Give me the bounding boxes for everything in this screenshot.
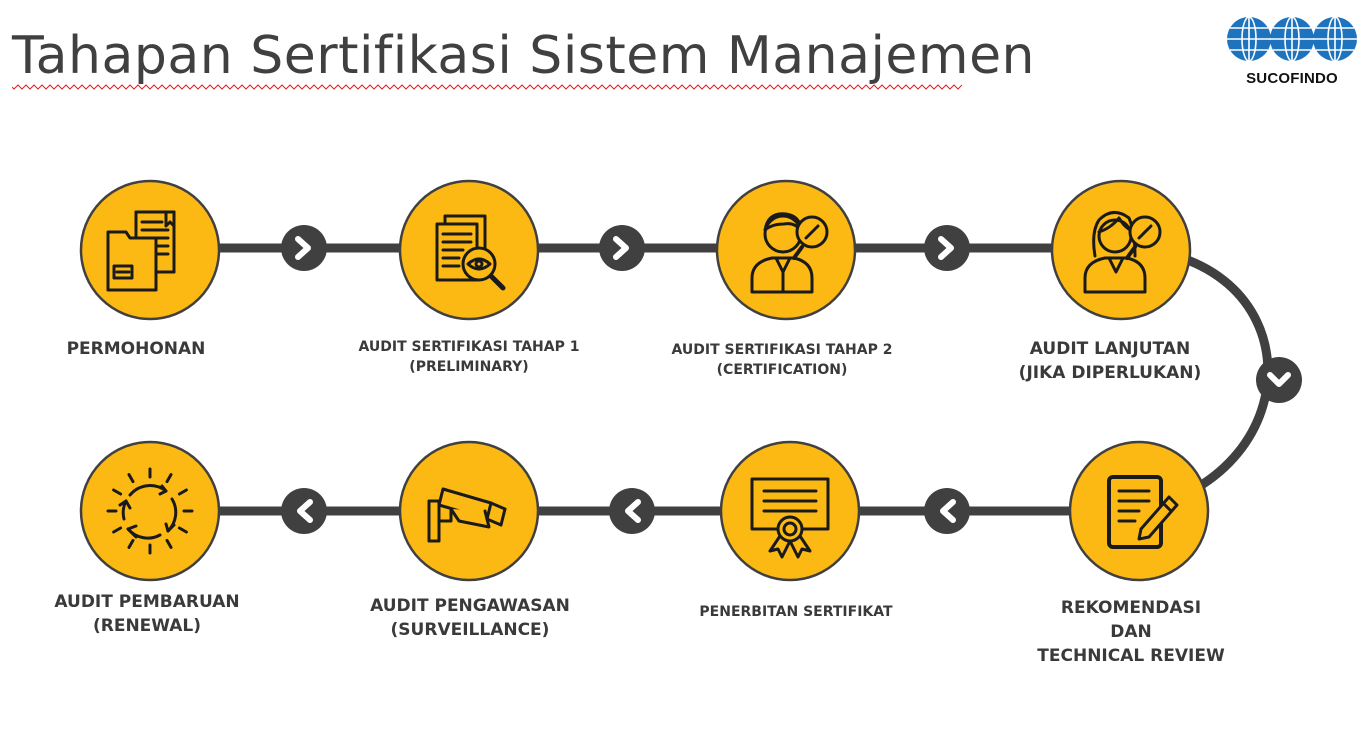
connector-3-chevron-right-icon bbox=[924, 225, 970, 271]
step-4-label-line: (JIKA DIPERLUKAN) bbox=[1018, 362, 1202, 383]
step-5-label: REKOMENDASI DAN TECHNICAL REVIEW bbox=[981, 597, 1281, 668]
spellcheck-underline bbox=[12, 84, 963, 90]
cctv-camera-icon bbox=[427, 487, 507, 543]
step-4-node bbox=[1050, 179, 1192, 321]
connector-7-chevron-left-icon bbox=[281, 488, 327, 534]
connector-1-chevron-right-icon bbox=[281, 225, 327, 271]
step-5-label-line: TECHNICAL REVIEW bbox=[1037, 645, 1225, 666]
certificate-ribbon-icon bbox=[750, 477, 830, 559]
step-4-label: AUDIT LANJUTAN (JIKA DIPERLUKAN) bbox=[960, 338, 1260, 386]
clipboard-pen-icon bbox=[1107, 475, 1179, 549]
step-1-label-line: PERMOHONAN bbox=[66, 339, 206, 359]
step-7-node bbox=[398, 440, 540, 582]
step-3-label-line: (CERTIFICATION) bbox=[716, 361, 848, 378]
step-8-circle bbox=[79, 440, 221, 582]
connector-5-chevron-left-icon bbox=[924, 488, 970, 534]
step-3-node bbox=[715, 179, 857, 321]
document-magnifier-eye-icon bbox=[435, 214, 506, 291]
sucofindo-globe-logo-icon bbox=[1227, 16, 1357, 62]
renewal-cycle-icon bbox=[106, 467, 194, 555]
step-2-node bbox=[398, 179, 540, 321]
male-auditor-magnifier-icon bbox=[750, 212, 829, 294]
step-5-label-line: DAN bbox=[1110, 621, 1152, 642]
step-5-label-line: REKOMENDASI bbox=[1060, 598, 1202, 618]
step-6-node bbox=[719, 440, 861, 582]
step-5-node bbox=[1068, 440, 1210, 582]
step-4-label-line: AUDIT LANJUTAN bbox=[1029, 339, 1191, 359]
step-3-label: AUDIT SERTIFIKASI TAHAP 2 (CERTIFICATION) bbox=[632, 341, 932, 380]
logo-text: SUCOFINDO bbox=[1246, 70, 1338, 87]
step-6-label: PENERBITAN SERTIFIKAT bbox=[646, 603, 946, 623]
step-8-label-line: (RENEWAL) bbox=[92, 615, 202, 636]
folder-document-icon bbox=[106, 210, 176, 292]
step-2-label: AUDIT SERTIFIKASI TAHAP 1 (PRELIMINARY) bbox=[319, 338, 619, 377]
step-6-label-line: PENERBITAN SERTIFIKAT bbox=[699, 604, 893, 620]
connector-2-chevron-right-icon bbox=[599, 225, 645, 271]
connector-6-chevron-left-icon bbox=[609, 488, 655, 534]
female-auditor-magnifier-icon bbox=[1083, 211, 1162, 294]
step-1-label: PERMOHONAN bbox=[0, 338, 276, 362]
page-title: Tahapan Sertifikasi Sistem Manajemen bbox=[12, 26, 1036, 86]
step-8-label-line: AUDIT PEMBARUAN bbox=[54, 592, 240, 612]
step-2-label-line: AUDIT SERTIFIKASI TAHAP 1 bbox=[358, 339, 580, 355]
step-7-label-line: (SURVEILLANCE) bbox=[390, 619, 550, 640]
connector-4-chevron-down-icon bbox=[1256, 357, 1302, 403]
step-8-label: AUDIT PEMBARUAN (RENEWAL) bbox=[0, 591, 297, 639]
step-1-node bbox=[79, 179, 221, 321]
step-7-label: AUDIT PENGAWASAN (SURVEILLANCE) bbox=[320, 595, 620, 643]
step-3-label-line: AUDIT SERTIFIKASI TAHAP 2 bbox=[671, 342, 893, 358]
step-2-label-line: (PRELIMINARY) bbox=[409, 358, 529, 375]
step-8-node bbox=[79, 440, 221, 582]
step-7-label-line: AUDIT PENGAWASAN bbox=[370, 596, 570, 616]
